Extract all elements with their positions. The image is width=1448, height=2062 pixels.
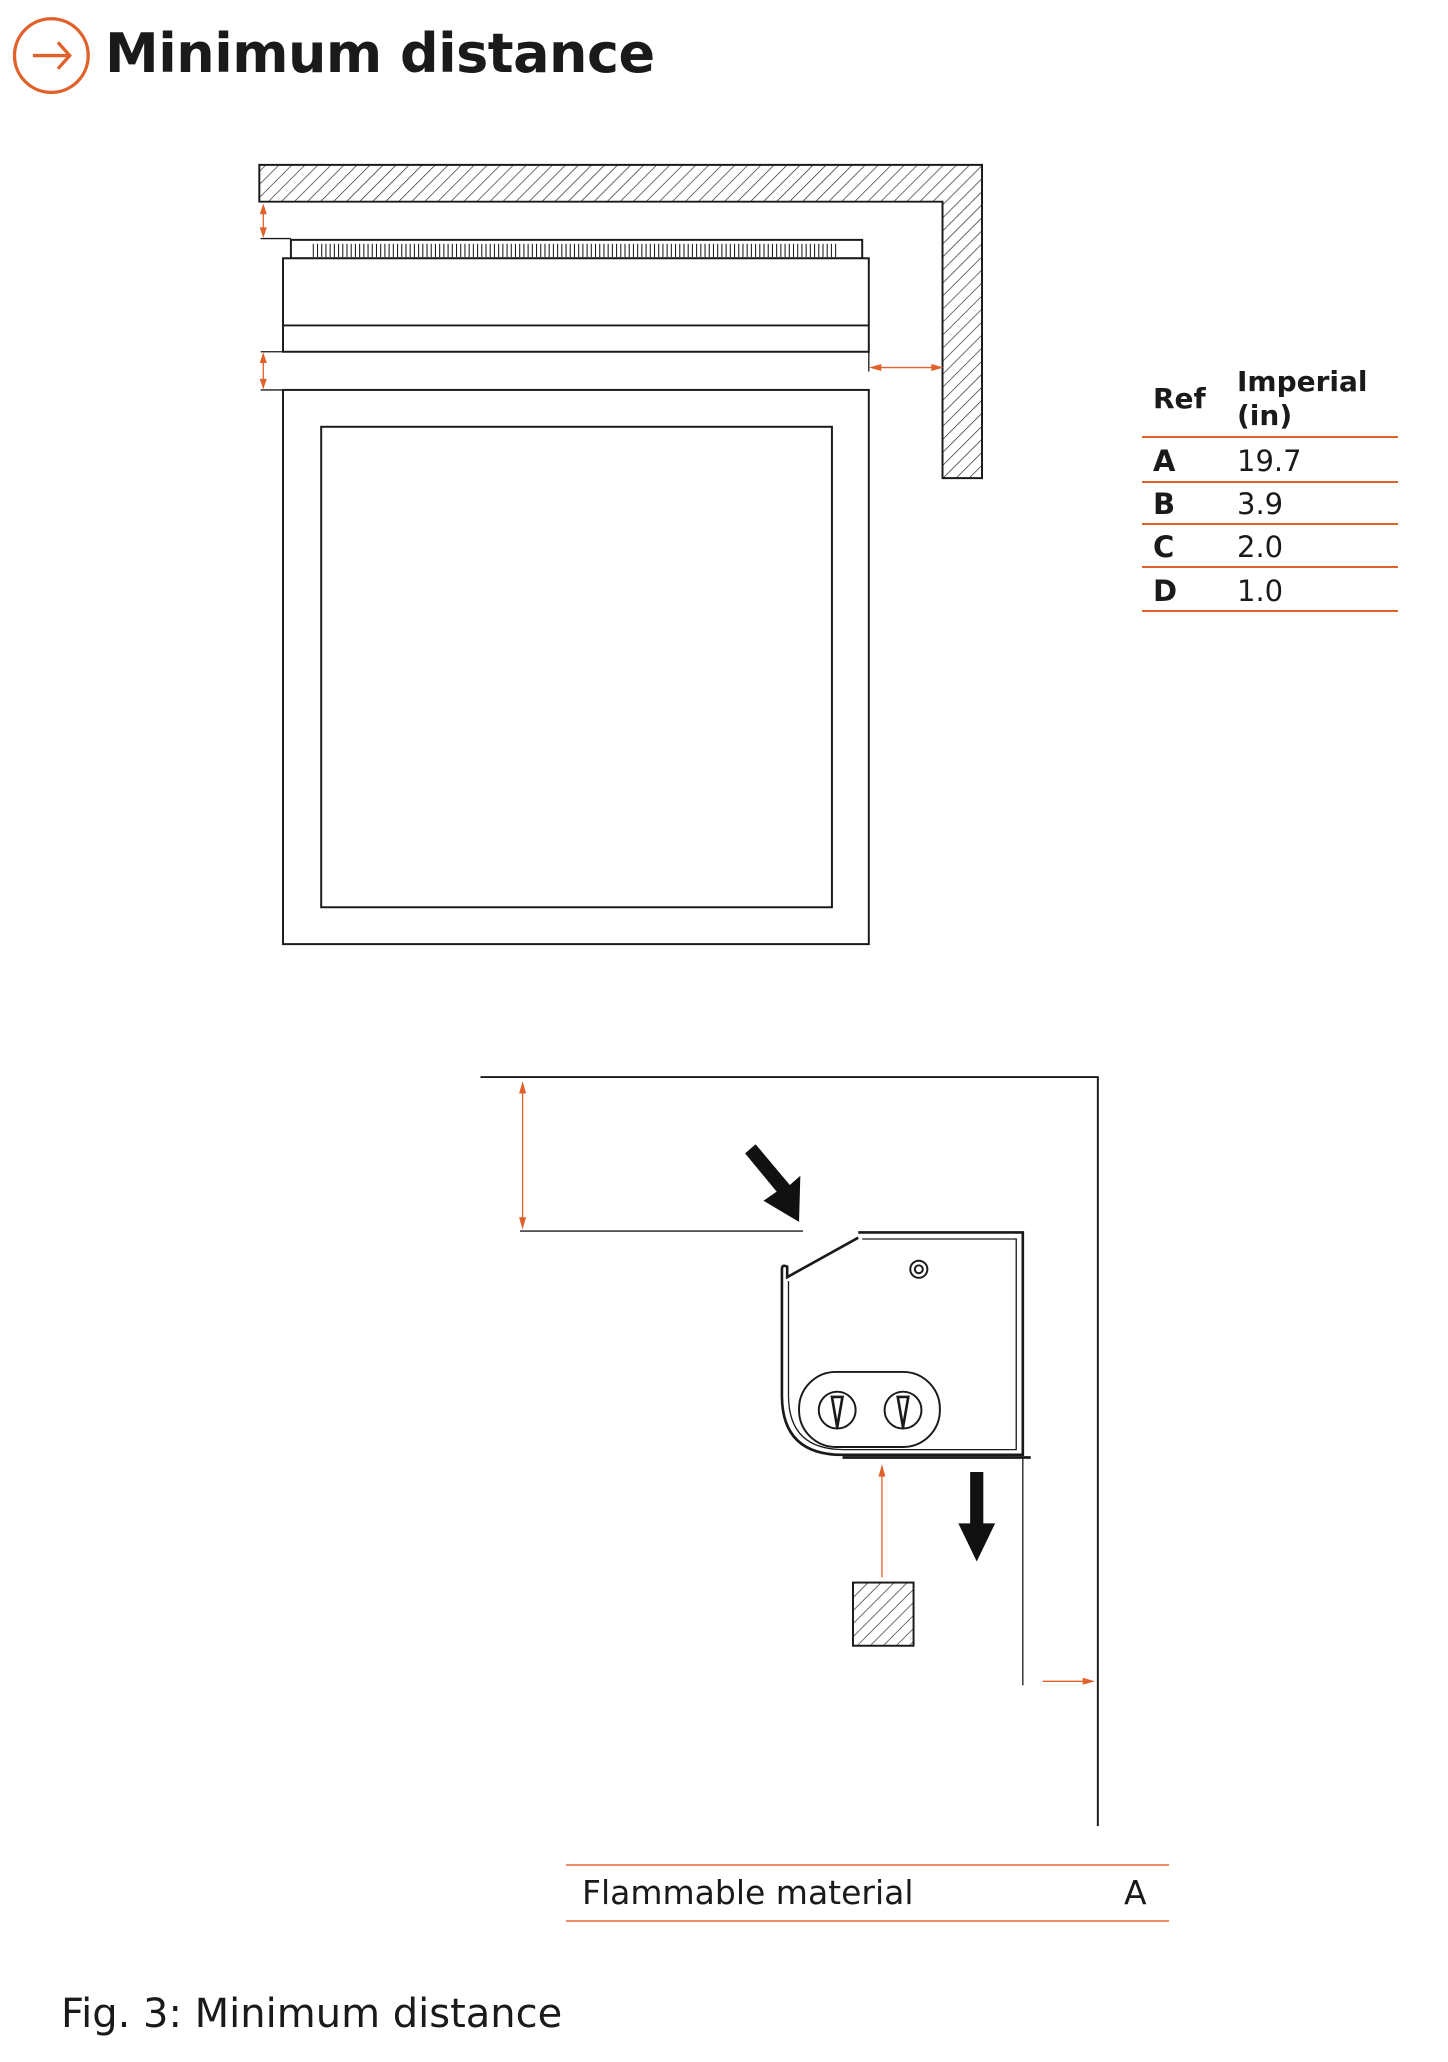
- legend-divider: [566, 1864, 1169, 1866]
- legend-label: Flammable material: [582, 1873, 914, 1912]
- wall-hatched: [258, 163, 983, 480]
- col-header-unit: (in): [1237, 399, 1293, 432]
- lower-cabinet: [282, 388, 870, 946]
- row-value: 3.9: [1237, 487, 1284, 521]
- airflow-arrow-in: [745, 1144, 801, 1222]
- col-header-imperial: Imperial: [1237, 365, 1368, 398]
- wall-outline: [480, 1076, 1099, 1827]
- row-ref: C: [1153, 530, 1175, 564]
- row-ref: A: [1153, 444, 1176, 478]
- control-knobs-panel: [798, 1370, 941, 1448]
- divider: [1142, 566, 1398, 568]
- flammable-block: [852, 1581, 915, 1647]
- legend-ref: A: [1124, 1873, 1147, 1912]
- figure-caption: Fig. 3: Minimum distance: [61, 1991, 563, 2037]
- appliance-body: [282, 257, 870, 353]
- divider: [1142, 610, 1398, 612]
- dimension-arrows-side: [519, 1081, 1095, 1685]
- legend-divider: [566, 1920, 1169, 1922]
- page-title: Minimum distance: [105, 22, 655, 85]
- appliance-side: [780, 1231, 1025, 1457]
- top-view-diagram: [258, 163, 983, 946]
- row-value: 19.7: [1237, 444, 1302, 478]
- divider: [1142, 523, 1398, 525]
- row-value: 2.0: [1237, 530, 1284, 564]
- airflow-arrow-out: [958, 1471, 996, 1562]
- divider: [1142, 481, 1398, 483]
- row-ref: B: [1153, 487, 1176, 521]
- dimension-arrows-top: [259, 203, 944, 390]
- row-ref: D: [1153, 574, 1178, 608]
- arrow-right-circle-icon: [12, 17, 90, 95]
- col-header-ref: Ref: [1153, 382, 1206, 415]
- divider: [1142, 436, 1398, 438]
- side-view-diagram: [480, 1076, 1099, 1827]
- row-value: 1.0: [1237, 574, 1284, 608]
